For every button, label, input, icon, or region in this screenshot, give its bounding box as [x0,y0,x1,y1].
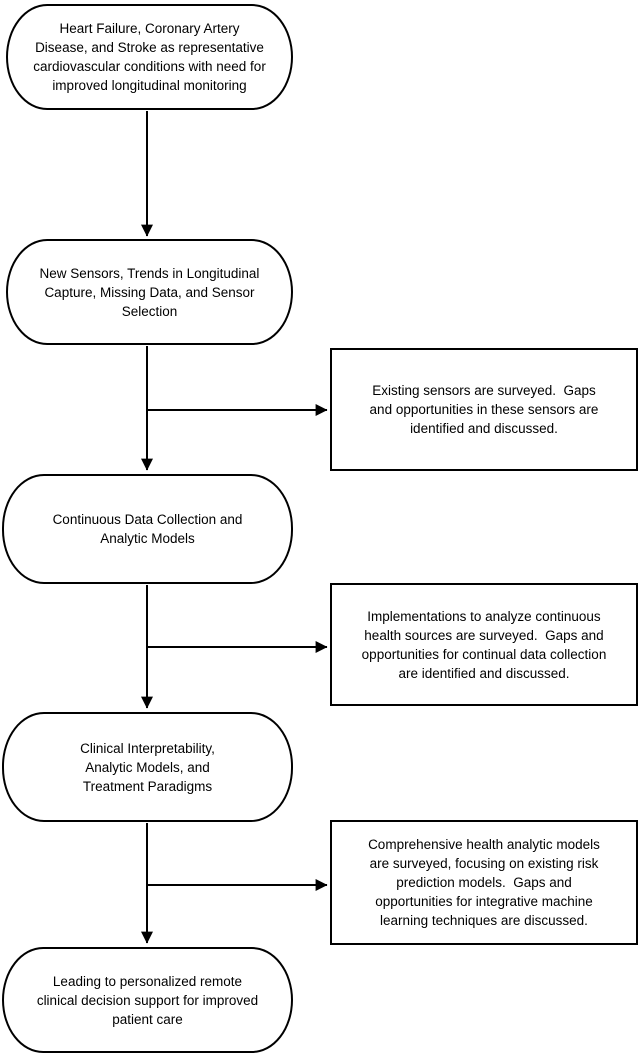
flow-node-personalized-care: Leading to personalized remote clinical … [2,947,293,1053]
flow-node-clinical-interpretability: Clinical Interpretability, Analytic Mode… [2,712,293,822]
flow-node-label: Heart Failure, Coronary Artery Disease, … [33,21,266,93]
callout-label: Existing sensors are surveyed. Gaps and … [369,383,599,436]
callout-label: Comprehensive health analytic models are… [368,837,600,928]
flow-node-label: Leading to personalized remote clinical … [36,973,259,1027]
flow-node-label: New Sensors, Trends in Longitudinal Capt… [39,265,260,319]
callout-sensors-surveyed: Existing sensors are surveyed. Gaps and … [330,348,638,471]
callout-analytic-models-surveyed: Comprehensive health analytic models are… [330,820,638,945]
flow-node-cardiovascular-conditions: Heart Failure, Coronary Artery Disease, … [6,4,293,110]
callout-label: Implementations to analyze continuous he… [361,608,607,681]
flow-node-label: Clinical Interpretability, Analytic Mode… [80,740,215,794]
flow-node-sensor-trends: New Sensors, Trends in Longitudinal Capt… [6,239,293,345]
callout-implementations-surveyed: Implementations to analyze continuous he… [330,583,638,706]
flow-node-continuous-data-collection: Continuous Data Collection and Analytic … [2,474,293,584]
flow-node-label: Continuous Data Collection and Analytic … [52,512,243,546]
